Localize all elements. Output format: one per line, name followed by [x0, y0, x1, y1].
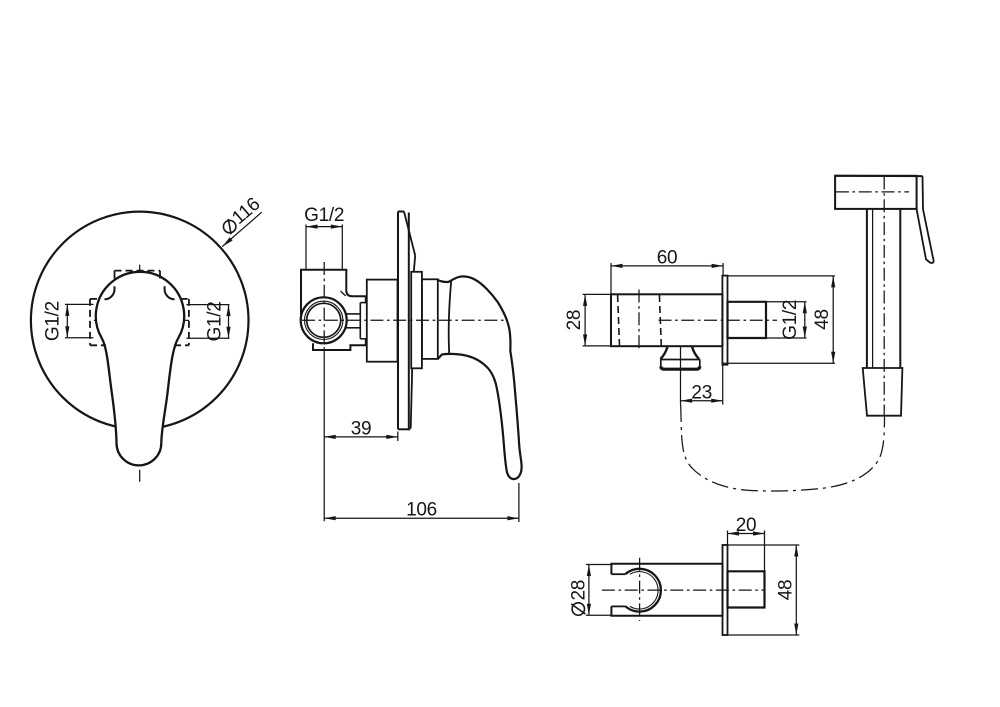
svg-text:20: 20: [736, 515, 757, 536]
svg-text:60: 60: [657, 248, 678, 269]
svg-text:48: 48: [812, 309, 833, 330]
svg-text:116: 116: [228, 194, 264, 229]
svg-text:G1/2: G1/2: [205, 302, 226, 342]
svg-text:48: 48: [776, 580, 797, 601]
svg-text:39: 39: [351, 418, 372, 439]
svg-text:23: 23: [691, 382, 712, 403]
svg-text:106: 106: [406, 500, 437, 521]
svg-text:28: 28: [569, 580, 590, 601]
svg-text:28: 28: [564, 310, 585, 331]
svg-text:G1/2: G1/2: [780, 300, 801, 340]
svg-text:G1/2: G1/2: [304, 205, 344, 226]
svg-text:G1/2: G1/2: [43, 301, 64, 341]
